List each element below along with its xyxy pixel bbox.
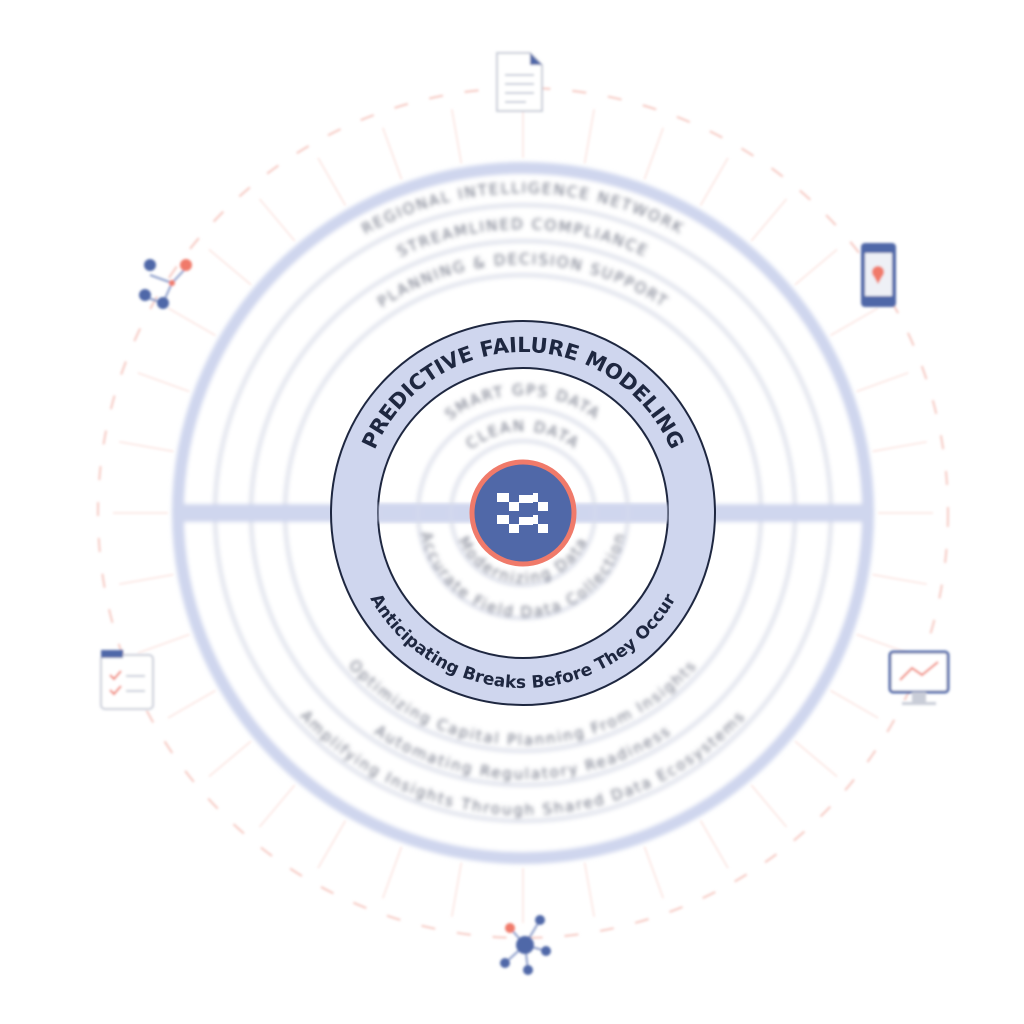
radial-tick [583,109,595,164]
wave-logo-icon [497,493,548,533]
radial-tick [451,862,463,917]
radial-tick [872,441,927,453]
center-logo [469,459,577,567]
radial-tick [699,157,729,206]
radial-tick [382,127,403,180]
radial-tick [119,441,174,453]
radial-tick [750,784,788,828]
radial-tick [317,820,347,869]
radial-tick [830,689,879,719]
radial-tick [643,846,664,899]
radial-tick [872,573,927,585]
radial-tick [119,573,174,585]
phone-map-pin-icon [861,243,896,307]
radial-tick [137,633,190,654]
radial-tick [258,198,296,242]
radial-tick [583,862,595,917]
document-icon [496,52,543,112]
radial-tick [167,689,216,719]
radial-tick [451,109,463,164]
location-pins-network-icon [139,259,192,309]
network-nodes-icon [500,915,551,975]
radial-tick [830,307,879,337]
radial-tick [317,157,347,206]
radial-tick [699,820,729,869]
radial-tick [794,740,838,778]
radial-tick [643,127,664,180]
radial-tick [208,248,252,286]
checklist-icon [100,650,154,710]
radial-tick [856,372,909,393]
radial-tick [258,784,296,828]
monitor-chart-icon [888,650,950,705]
radial-tick [208,740,252,778]
radial-tick [856,633,909,654]
radial-tick [382,846,403,899]
radial-tick [750,198,788,242]
radial-tick [167,307,216,337]
outer-dashed-ring [97,87,949,939]
radial-tick [794,248,838,286]
radial-tick [137,372,190,393]
